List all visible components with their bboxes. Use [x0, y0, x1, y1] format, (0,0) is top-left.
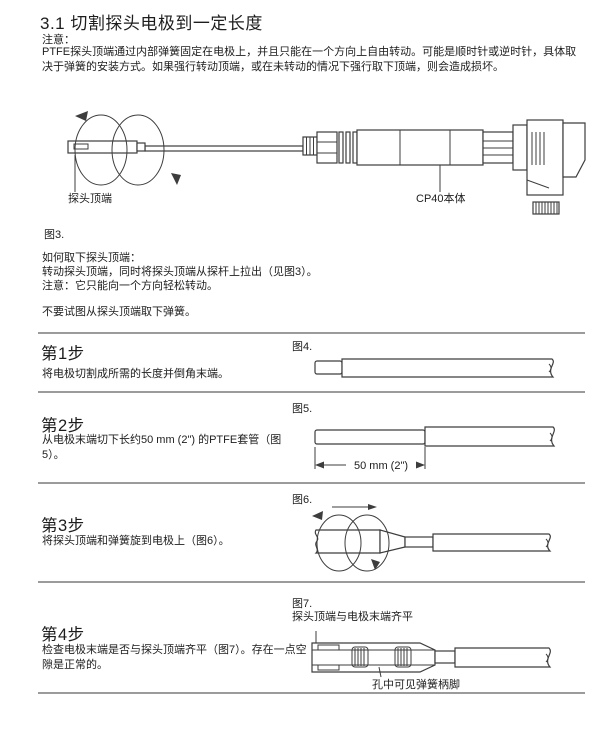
section-divider: [38, 482, 585, 484]
hex-nut: [316, 131, 338, 164]
probe-shaft: [144, 145, 304, 152]
spring-coil-icon: [394, 646, 412, 668]
probe-tip-label: 探头顶端: [68, 193, 112, 205]
ring-disc: [338, 131, 344, 164]
tip-cone: [379, 529, 406, 554]
step1-heading: 第1步: [41, 345, 85, 363]
ring-disc: [345, 131, 351, 164]
step4-heading: 第4步: [41, 626, 85, 644]
notice-body: PTFE探头顶端通过内部弹簧固定在电极上，并且只能在一个方向上自由转动。可能是顺…: [42, 46, 577, 73]
break-mark: [545, 653, 549, 663]
break-mark: [549, 432, 553, 442]
step3-body: 将探头顶端和弹簧旋到电极上（图6）。: [42, 535, 230, 547]
tip-neck: [404, 536, 434, 548]
push-arrow-icon: [368, 504, 377, 510]
figure4-caption: 图4.: [292, 341, 313, 353]
dim-arrow-left-icon: [315, 461, 324, 469]
removal-line4: 不要试图从探头顶端取下弹簧。: [42, 306, 196, 318]
cp40-body-cylinder: [356, 129, 484, 166]
figure7-section-drawing: [311, 631, 552, 678]
probe-tip-cylinder: [314, 529, 381, 554]
notice-label: 注意：: [42, 34, 75, 46]
dim-arrow-right-icon: [416, 461, 425, 469]
step2-body: 从电极末端切下长约50 mm (2") 的PTFE套管（图5）。: [42, 434, 282, 461]
housing-side: [562, 122, 586, 178]
removal-line3: 注意：它只能向一个方向轻松转动。: [42, 280, 218, 292]
figure3-probe-drawing: [67, 111, 586, 215]
rotation-spring-icon: [74, 111, 181, 186]
figure5-caption: 图5.: [292, 403, 313, 415]
spring-hole-label: 孔中可见弹簧柄脚: [372, 679, 460, 691]
section-divider: [38, 332, 585, 334]
figure7-caption: 图7.: [292, 598, 313, 610]
ring-disc: [352, 131, 358, 164]
rotation-arrow-left-icon: [312, 511, 323, 520]
dimension-50mm: 50 mm (2"): [314, 447, 426, 472]
flush-label: 探头顶端与电极末端齐平: [292, 611, 413, 623]
step4-body: 检查电极末端是否与探头顶端齐平（图7）。存在一点空隙是正常的。: [42, 644, 307, 671]
step1-body: 将电极切割成所需的长度并倒角末端。: [42, 368, 229, 380]
electrode-rod: [424, 426, 556, 447]
tip-window: [317, 664, 340, 671]
rotation-arrow-down-icon: [371, 559, 380, 570]
probe-tip-step: [136, 142, 146, 152]
figure6-screw-on-drawing: [312, 504, 552, 572]
rotation-arrow-left-icon: [75, 111, 88, 121]
figure6-caption: 图6.: [292, 494, 313, 506]
figure4-electrode-drawing: [314, 358, 555, 378]
removal-line1: 如何取下探头顶端：: [42, 252, 141, 264]
step2-heading: 第2步: [41, 417, 85, 435]
removal-line2: 转动探头顶端，同时将探头顶端从探杆上拉出（见图3）。: [42, 266, 318, 278]
figure3-caption: 图3.: [44, 229, 65, 241]
figure5-sleeve-drawing: 50 mm (2"): [314, 426, 556, 472]
dimension-text: 50 mm (2"): [354, 460, 408, 472]
tip-section-outline: [311, 642, 436, 673]
spring-leader-line: [378, 666, 382, 678]
section-divider: [38, 391, 585, 393]
cp40-body-label: CP40本体: [416, 193, 466, 205]
probe-tip-slot: [73, 143, 89, 150]
step3-heading: 第3步: [41, 517, 85, 535]
tip-window: [317, 644, 340, 651]
electrode-bare-end: [314, 360, 343, 375]
electrode-rod: [454, 647, 552, 668]
gland: [512, 124, 528, 171]
section-divider: [38, 581, 585, 583]
break-mark: [548, 363, 552, 373]
rotation-arrow-down-icon: [171, 173, 181, 185]
electrode-rod: [341, 358, 555, 378]
bottom-plug: [532, 201, 560, 215]
section-divider: [38, 692, 585, 694]
spring-coil-icon: [351, 646, 369, 668]
break-mark: [545, 538, 549, 548]
electrode-rod: [432, 533, 552, 552]
rotation-spring-icon: [312, 511, 390, 572]
tip-neck: [434, 650, 456, 664]
page-title: 3.1 切割探头电极到一定长度: [40, 14, 263, 33]
electrode-stripped-section: [314, 429, 426, 445]
